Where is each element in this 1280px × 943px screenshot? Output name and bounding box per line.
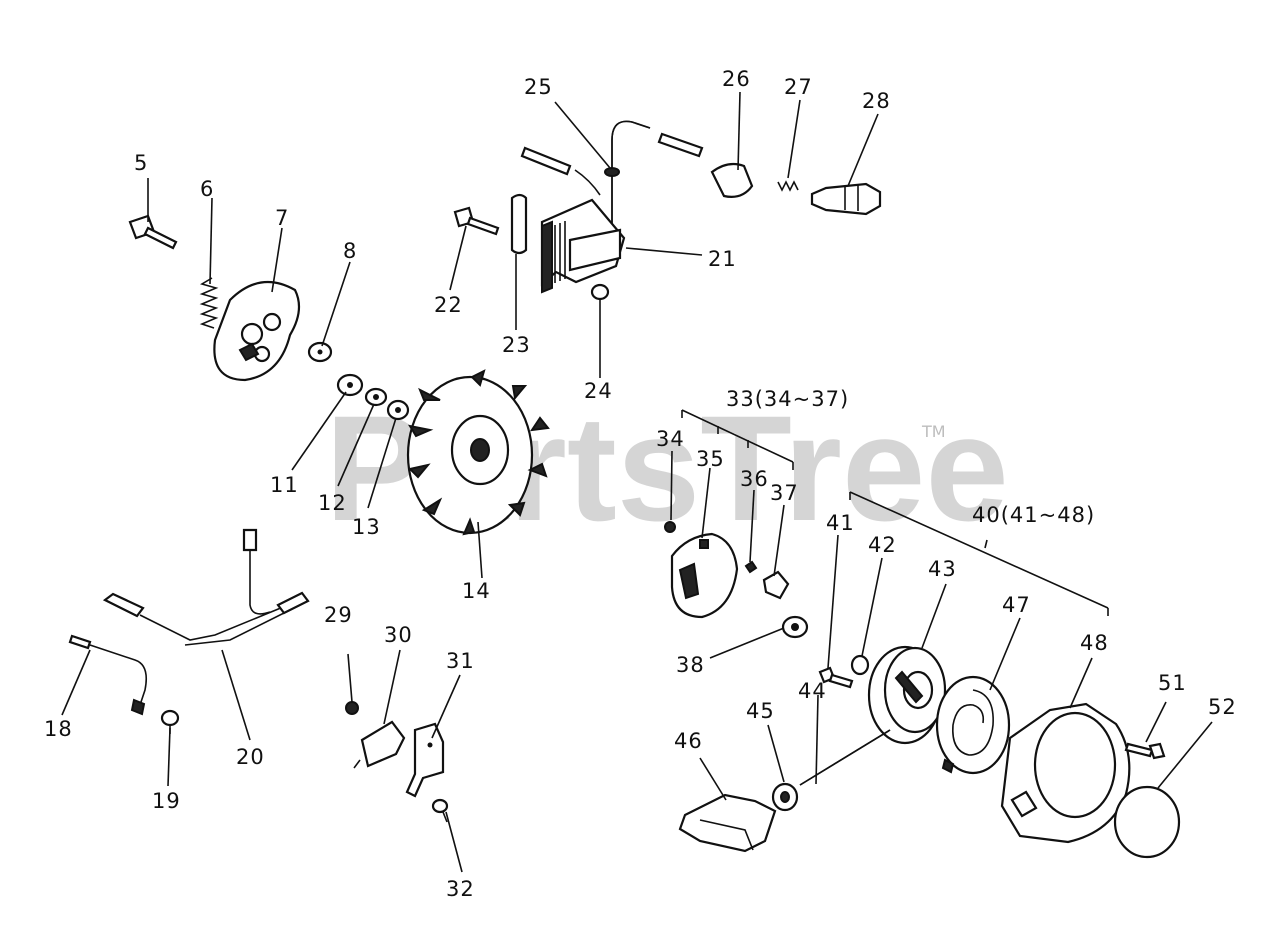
label-14: 14 xyxy=(462,579,491,603)
label-6: 6 xyxy=(200,177,214,201)
part-47-spring xyxy=(935,675,1011,775)
part-52-cover xyxy=(1113,785,1181,859)
label-26: 26 xyxy=(722,67,751,91)
label-31: 31 xyxy=(446,649,475,673)
part-28-spark-plug xyxy=(810,182,882,216)
label-29: 29 xyxy=(324,603,353,627)
part-5-bolt xyxy=(128,214,178,250)
label-22: 22 xyxy=(434,293,463,317)
label-46: 46 xyxy=(674,729,703,753)
label-34: 34 xyxy=(656,427,685,451)
part-25-wire-lead xyxy=(520,120,704,240)
part-24-nut xyxy=(590,283,610,301)
label-38: 38 xyxy=(676,653,705,677)
part-13-washer xyxy=(386,399,410,421)
part-29-screw xyxy=(345,701,359,715)
label-21: 21 xyxy=(708,247,737,271)
part-32-screw xyxy=(431,798,449,823)
label-7: 7 xyxy=(275,206,289,230)
part-46-handle xyxy=(678,793,777,853)
label-23: 23 xyxy=(502,333,531,357)
part-44-rope xyxy=(799,729,891,786)
label-13: 13 xyxy=(352,515,381,539)
part-26-boot xyxy=(710,162,754,198)
watermark-trademark: TM xyxy=(921,422,946,441)
label-19: 19 xyxy=(152,789,181,813)
part-38-nut xyxy=(781,615,809,639)
part-43-reel xyxy=(867,645,947,745)
part-11-nut xyxy=(336,373,364,397)
label-25: 25 xyxy=(524,75,553,99)
label-11: 11 xyxy=(270,473,299,497)
label-5: 5 xyxy=(134,151,148,175)
label-41: 41 xyxy=(826,511,855,535)
part-21-ignition-coil xyxy=(540,198,626,294)
label-18: 18 xyxy=(44,717,73,741)
label-52: 52 xyxy=(1208,695,1237,719)
part-36-spring xyxy=(744,560,758,574)
label-42: 42 xyxy=(868,533,897,557)
label-27: 27 xyxy=(784,75,813,99)
label-37: 37 xyxy=(770,481,799,505)
part-42-washer xyxy=(850,654,870,676)
part-41-bolt xyxy=(818,666,854,689)
leader-lines xyxy=(61,91,1213,873)
part-37-pawl xyxy=(762,570,790,600)
part-48-starter-housing xyxy=(1000,702,1131,844)
part-23-spacer xyxy=(510,193,528,255)
part-27-spring xyxy=(777,180,799,192)
part-14-flywheel xyxy=(406,369,550,536)
part-51-bolt xyxy=(1124,742,1166,760)
label-43: 43 xyxy=(928,557,957,581)
part-22-bolt xyxy=(453,206,500,236)
part-40-bracket-lines xyxy=(849,491,1109,616)
label-30: 30 xyxy=(384,623,413,647)
part-labels: 5 6 7 8 11 12 13 14 18 19 20 21 22 23 24… xyxy=(44,67,1237,901)
part-45-grommet xyxy=(771,782,799,812)
part-31-bracket xyxy=(405,722,445,798)
part-18-wire xyxy=(68,634,148,716)
label-51: 51 xyxy=(1158,671,1187,695)
label-24: 24 xyxy=(584,379,613,403)
label-48: 48 xyxy=(1080,631,1109,655)
part-35-pulley xyxy=(670,532,739,619)
part-30-switch xyxy=(353,720,406,769)
part-33-bracket-lines xyxy=(681,409,794,470)
label-45: 45 xyxy=(746,699,775,723)
part-7-clutch xyxy=(213,280,301,382)
part-12-washer xyxy=(364,387,388,407)
label-47: 47 xyxy=(1002,593,1031,617)
part-8-washer xyxy=(307,341,333,363)
part-20-wire-harness xyxy=(102,528,310,646)
label-8: 8 xyxy=(343,239,357,263)
label-40: 40(41~48) xyxy=(972,503,1095,527)
part-19-screw xyxy=(160,709,180,734)
label-32: 32 xyxy=(446,877,475,901)
part-6-spring xyxy=(199,277,219,329)
label-36: 36 xyxy=(740,467,769,491)
label-28: 28 xyxy=(862,89,891,113)
label-12: 12 xyxy=(318,491,347,515)
label-20: 20 xyxy=(236,745,265,769)
label-44: 44 xyxy=(798,679,827,703)
part-34-washer xyxy=(664,521,676,533)
label-33: 33(34~37) xyxy=(726,387,849,411)
label-35: 35 xyxy=(696,447,725,471)
